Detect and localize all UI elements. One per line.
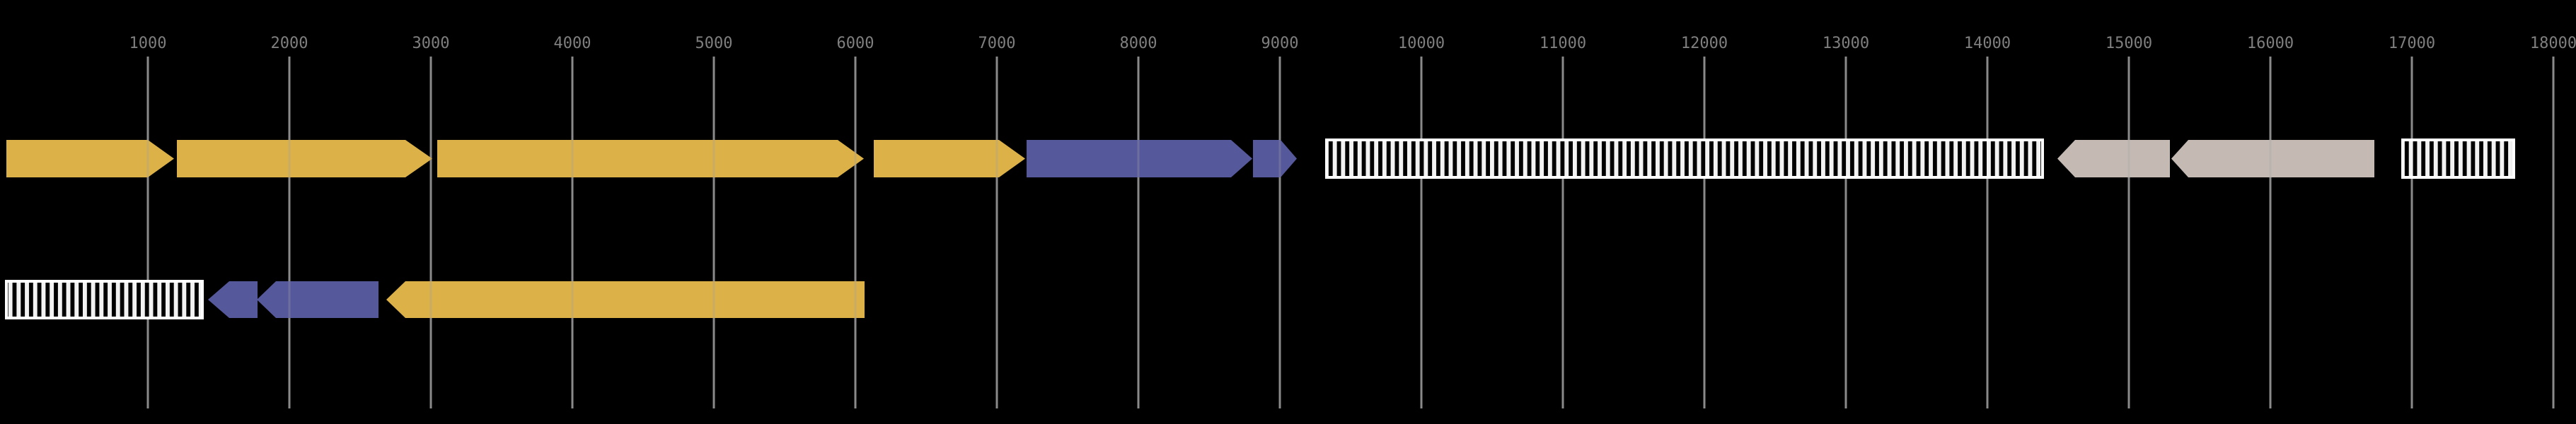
axis-tick-label-15000: 15000 (2106, 35, 2152, 52)
gene-arrow-3 (437, 140, 864, 177)
axis-tick-label-5000: 5000 (695, 35, 733, 52)
gene-arrow-1 (6, 140, 174, 177)
axis-tick-label-3000: 3000 (412, 35, 450, 52)
hatched-regions (5, 139, 2515, 319)
axis-tick-labels: 1000 2000 3000 4000 5000 6000 7000 8000 9000 1000… (129, 35, 2576, 52)
gene-arrow-5 (1027, 140, 1252, 177)
gene-arrows (6, 140, 2374, 318)
axis-tick-label-17000: 17000 (2389, 35, 2435, 52)
gene-arrow-10 (257, 281, 379, 318)
hatched-region-2 (2401, 139, 2515, 179)
gene-arrow-9 (208, 281, 258, 318)
axis-tick-label-7000: 7000 (978, 35, 1016, 52)
axis-gridlines-overlay (146, 57, 2555, 408)
axis-tick-label-9000: 9000 (1261, 35, 1299, 52)
axis-tick-label-6000: 6000 (837, 35, 874, 52)
axis-tick-label-4000: 4000 (554, 35, 591, 52)
axis-tick-label-10000: 10000 (1398, 35, 1445, 52)
axis-tick-label-13000: 13000 (1823, 35, 1869, 52)
axis-tick-label-18000: 18000 (2530, 35, 2576, 52)
hatched-region-1 (1325, 139, 2044, 179)
hatched-region-3 (5, 280, 204, 319)
gene-arrow-2 (177, 140, 432, 177)
gene-arrow-6 (1253, 140, 1297, 177)
axis-tick-label-12000: 12000 (1681, 35, 1728, 52)
axis-tick-label-14000: 14000 (1964, 35, 2011, 52)
gene-arrow-7 (2057, 140, 2170, 177)
axis-tick-label-1000: 1000 (129, 35, 167, 52)
gene-arrow-11 (386, 281, 865, 318)
gene-arrow-8 (2171, 140, 2374, 177)
axis-tick-label-8000: 8000 (1120, 35, 1157, 52)
axis-gridlines (146, 57, 2555, 408)
axis-tick-label-11000: 11000 (1540, 35, 1586, 52)
axis-tick-label-16000: 16000 (2247, 35, 2294, 52)
axis-tick-label-2000: 2000 (271, 35, 308, 52)
gene-arrow-4 (874, 140, 1025, 177)
